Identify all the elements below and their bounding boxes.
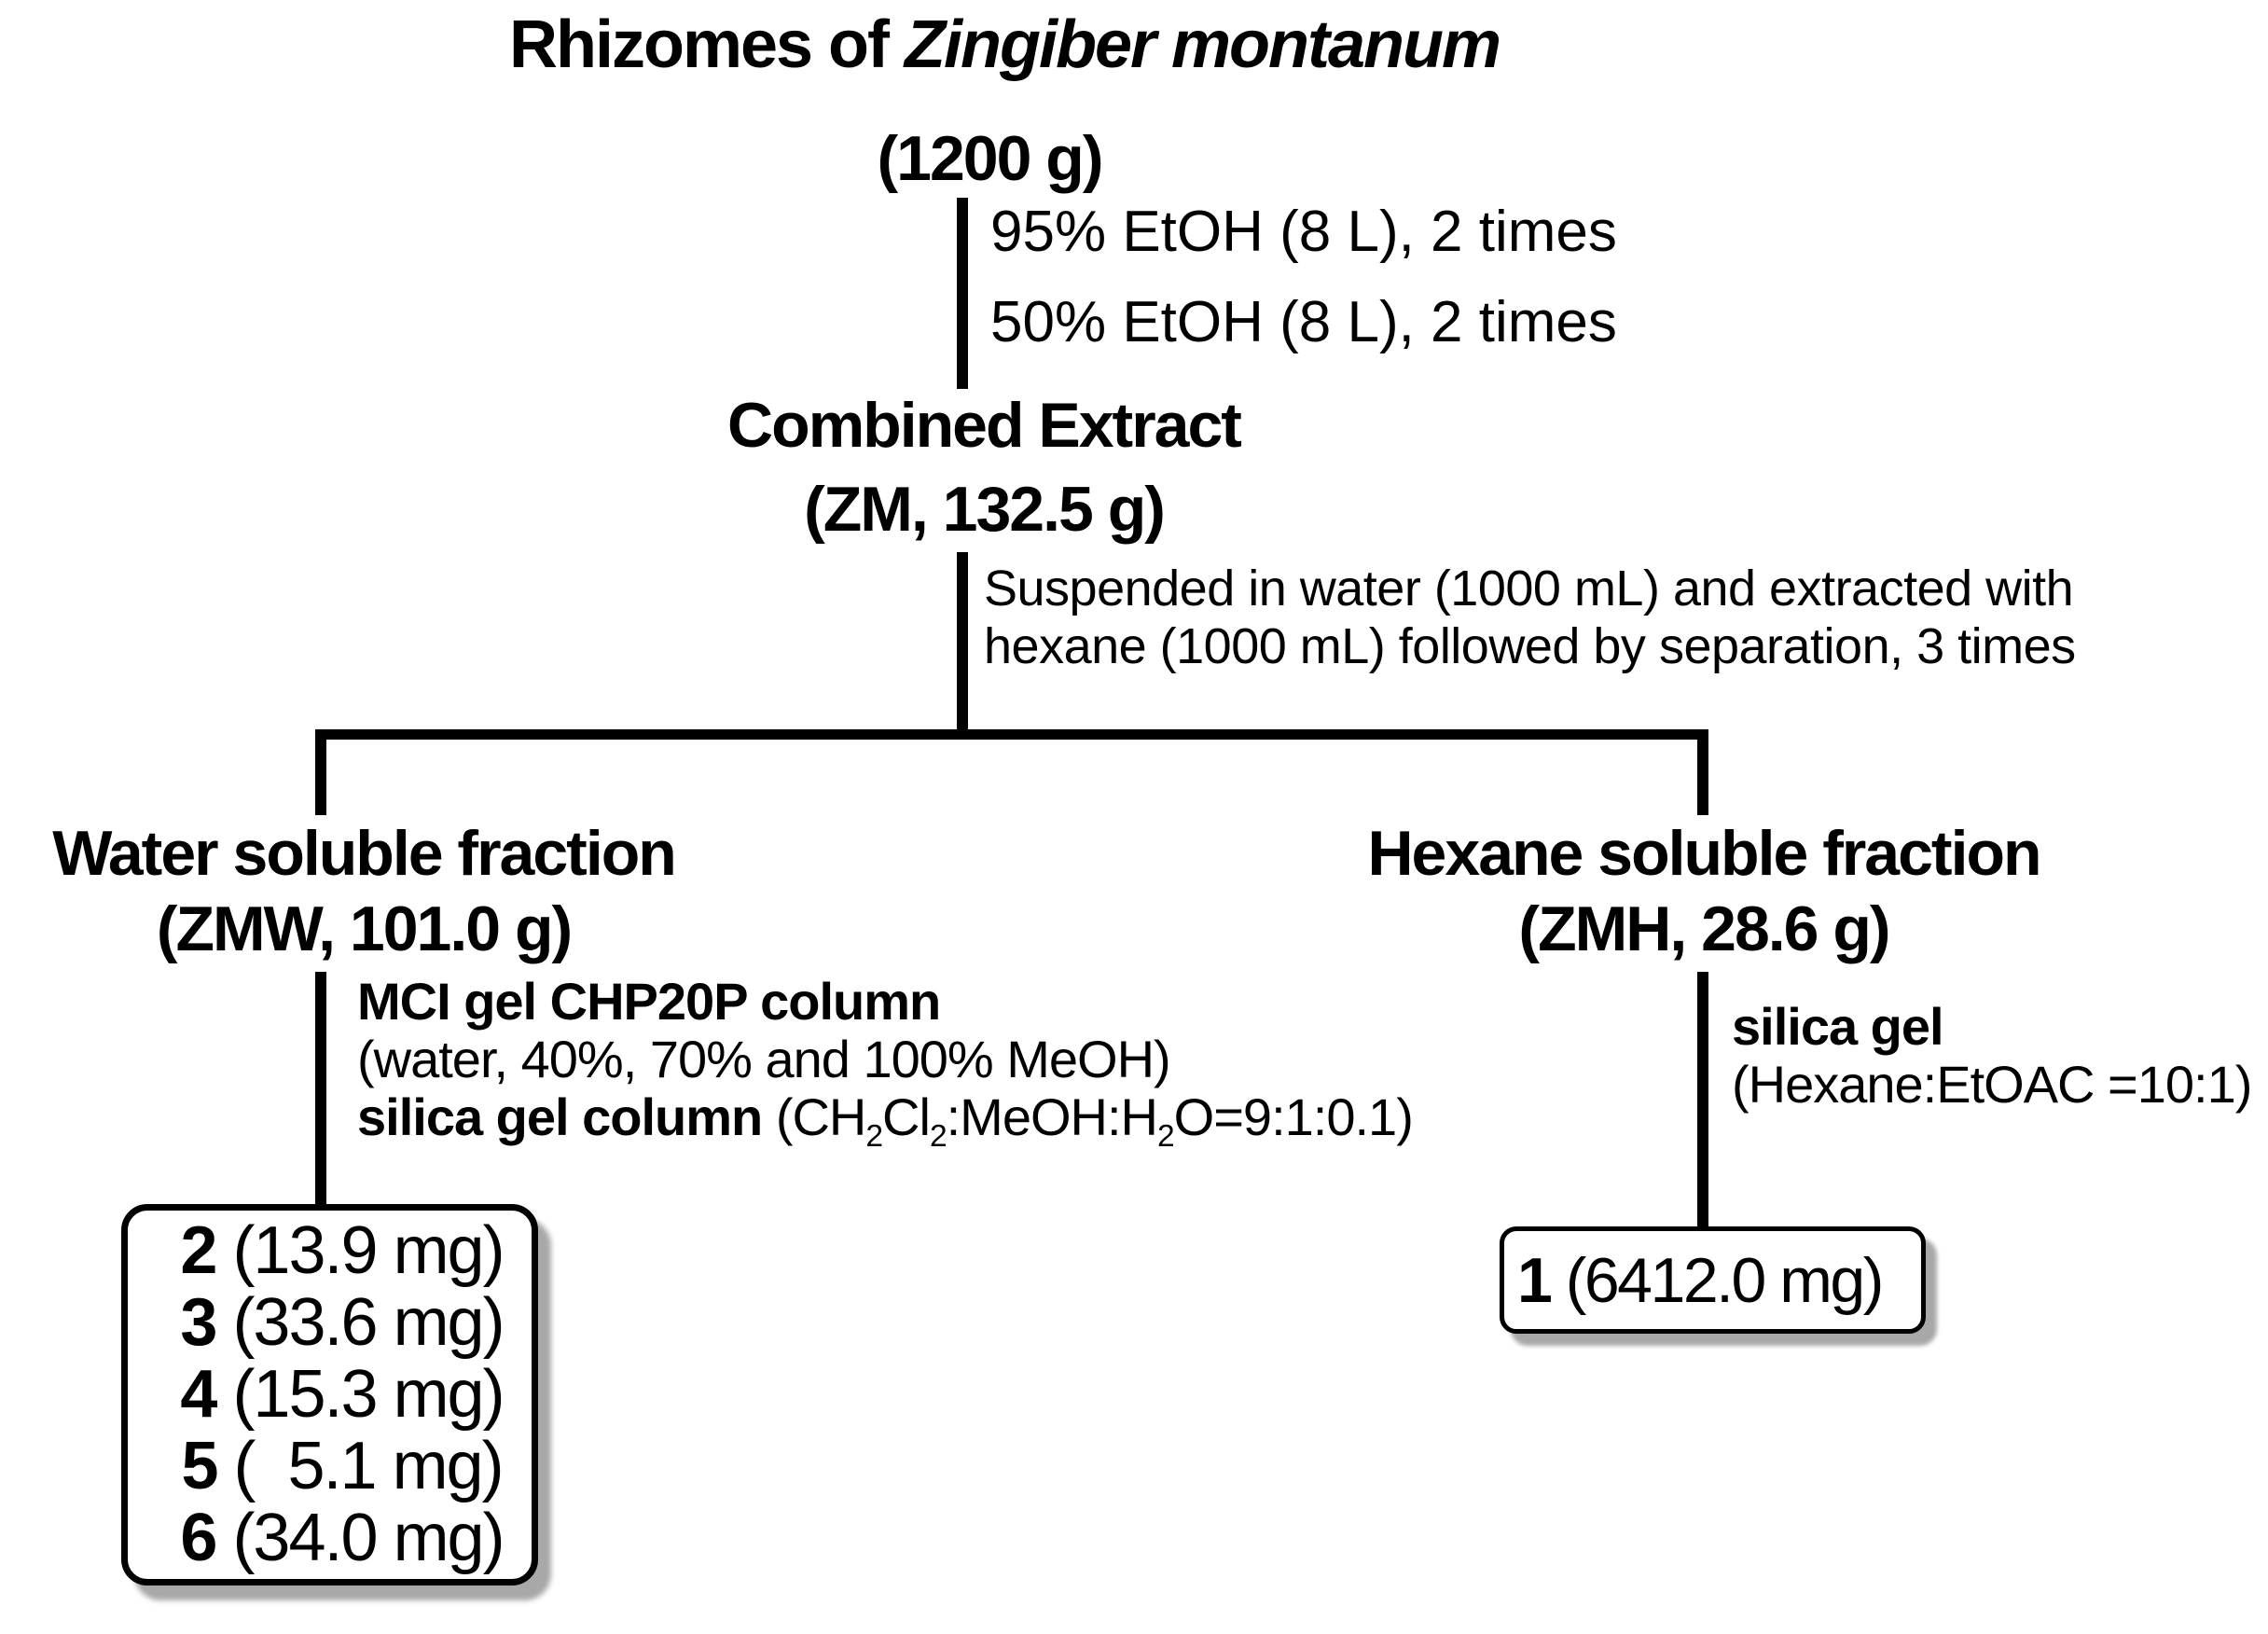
water-treatment-line-3: silica gel column (CH2Cl2:MeOH:H2O=9:1:0…	[357, 1087, 1414, 1155]
hexane-fraction-name: Hexane soluble fraction	[1367, 818, 2041, 889]
water-treatment-line-2: (water, 40%, 70% and 100% MeOH)	[357, 1030, 1171, 1088]
partition-note-line-1: Suspended in water (1000 mL) and extract…	[984, 561, 2074, 616]
compound-2: 2 (13.9 mg)	[180, 1213, 505, 1288]
source-weight: (1200 g)	[877, 123, 1104, 194]
hexane-treatment-line-2: (Hexane:EtOAC =10:1)	[1732, 1055, 2252, 1114]
connector-source-to-combined	[957, 198, 968, 389]
water-fraction-code: (ZMW, 101.0 g)	[156, 893, 573, 964]
branch-drop-hexane	[1697, 729, 1708, 815]
compound-5: 5 ( 5.1 mg)	[181, 1429, 504, 1503]
branch-drop-water	[315, 729, 326, 815]
partition-note-line-2: hexane (1000 mL) followed by separation,…	[984, 618, 2076, 674]
extraction-step-1: 95% EtOH (8 L), 2 times	[990, 200, 1617, 264]
hexane-compound-box: 1 (6412.0 mg)	[1500, 1226, 1926, 1334]
hexane-treatment-line-1: silica gel	[1732, 997, 1944, 1056]
water-fraction-name: Water soluble fraction	[52, 818, 677, 889]
combined-extract-name: Combined Extract	[727, 390, 1242, 461]
extraction-step-2: 50% EtOH (8 L), 2 times	[990, 290, 1617, 354]
water-treatment-line-1: MCI gel CHP20P column	[357, 972, 941, 1031]
water-treatment-block: MCI gel CHP20P column (water, 40%, 70% a…	[357, 972, 1414, 1155]
water-compounds-box: 2 (13.9 mg) 3 (33.6 mg) 4 (15.3 mg) 5 ( …	[121, 1204, 538, 1586]
source-title: Rhizomes of Zingiber montanum	[508, 7, 1501, 82]
connector-combined-to-branch	[957, 552, 968, 734]
branch-horizontal-line	[315, 729, 1708, 740]
compound-4: 4 (15.3 mg)	[180, 1357, 505, 1432]
partition-note: Suspended in water (1000 mL) and extract…	[984, 560, 2076, 675]
hexane-fraction-code: (ZMH, 28.6 g)	[1518, 893, 1890, 964]
hexane-treatment-block: silica gel (Hexane:EtOAC =10:1)	[1732, 997, 2252, 1114]
connector-water-to-compounds	[315, 972, 326, 1207]
compound-1: 1 (6412.0 mg)	[1517, 1244, 1884, 1316]
combined-extract-code: (ZM, 132.5 g)	[804, 474, 1166, 545]
connector-hexane-to-compound	[1697, 972, 1708, 1229]
compound-6: 6 (34.0 mg)	[180, 1501, 505, 1575]
compound-3: 3 (33.6 mg)	[180, 1285, 505, 1360]
